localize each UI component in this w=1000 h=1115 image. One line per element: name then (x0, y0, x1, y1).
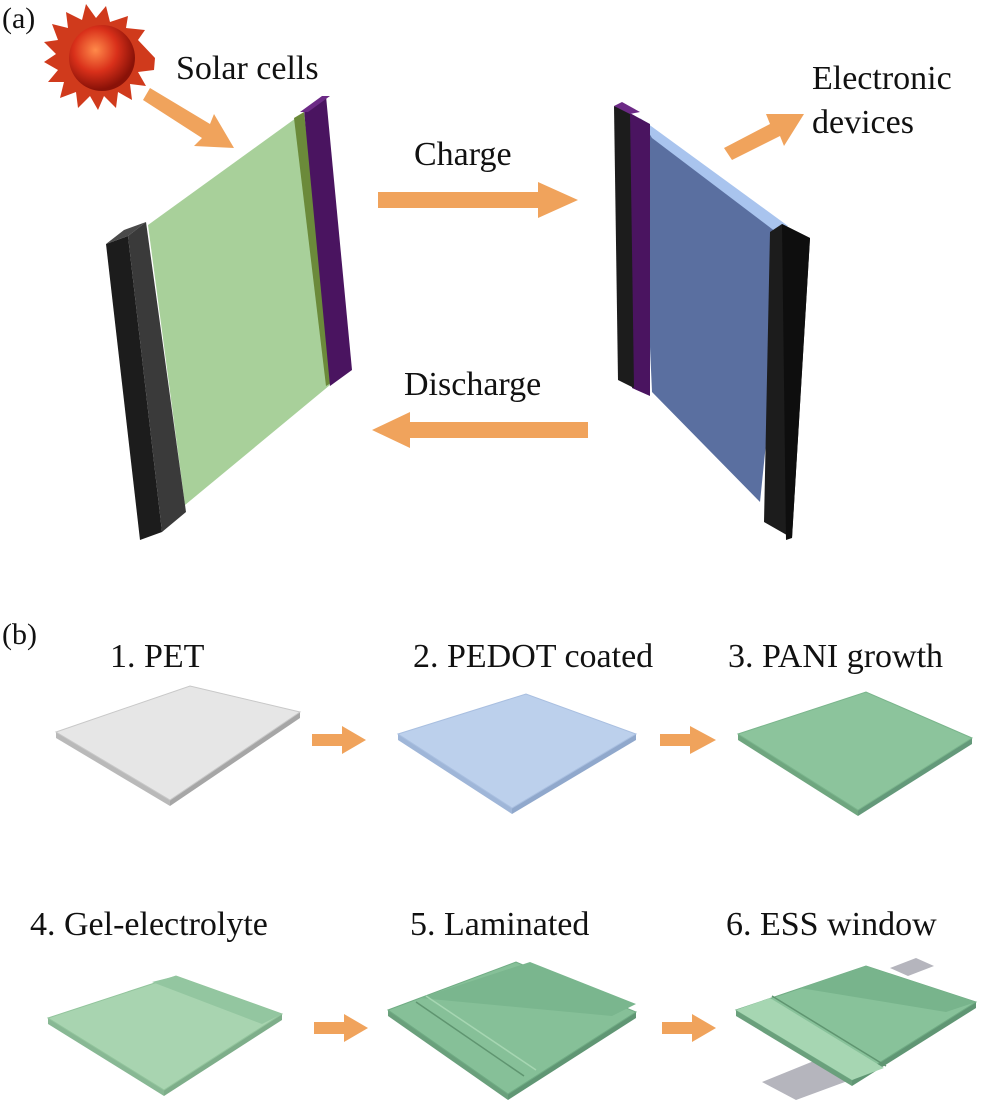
step-2-pedot-film (396, 693, 638, 814)
step-5-label: 5. Laminated (410, 906, 590, 943)
step-2-label: 2. PEDOT coated (413, 638, 654, 675)
step-1-label: 1. PET (110, 638, 205, 675)
green-panel-electrode-dark-face (128, 222, 186, 532)
electronic-label-line1: Electronic (812, 60, 952, 97)
arrow-charge (378, 182, 578, 218)
sun-icon (44, 4, 155, 110)
arrow-step-4-to-5 (314, 1014, 368, 1042)
green-panel-film (148, 118, 330, 505)
step-3-pani-film (736, 691, 974, 816)
discharge-label: Discharge (404, 366, 542, 403)
arrow-sun-to-panel (143, 88, 234, 148)
blue-panel-electrode-purple (628, 112, 650, 396)
arrow-discharge (372, 412, 588, 448)
step-4-label: 4. Gel-electrolyte (30, 906, 268, 943)
green-panel-electrode-dark (106, 236, 162, 540)
green-panel-electrode-purple (304, 96, 352, 386)
arrow-step-5-to-6 (662, 1014, 716, 1042)
step-5-laminated-film (386, 961, 638, 1100)
blue-panel-electrode-dark-right-face (782, 224, 810, 540)
electronic-label-line2: devices (812, 104, 914, 141)
step-4-gel-film (46, 975, 284, 1096)
panel-a-label: (a) (2, 2, 36, 35)
solar-cells-label: Solar cells (176, 50, 319, 87)
blue-panel-electrode-dark-left (614, 106, 634, 388)
green-panel-electrode-purple-top (300, 96, 330, 112)
step-6-tab-top (890, 958, 934, 976)
step-6-label: 6. ESS window (726, 906, 937, 943)
charge-label: Charge (414, 136, 512, 173)
arrow-step-2-to-3 (660, 726, 716, 754)
blue-panel-film (640, 122, 788, 502)
blue-panel-electrode-dark-left-top (614, 102, 640, 114)
panel-b-label: (b) (2, 618, 37, 651)
arrow-to-devices (724, 114, 804, 160)
blue-panel-film-highlight (640, 118, 788, 232)
green-panel-electrode-dark-top (106, 222, 146, 244)
step-3-label: 3. PANI growth (728, 638, 944, 675)
step-1-pet-film (54, 685, 302, 806)
step-6-ess-window (734, 958, 978, 1100)
arrow-step-1-to-2 (312, 726, 366, 754)
